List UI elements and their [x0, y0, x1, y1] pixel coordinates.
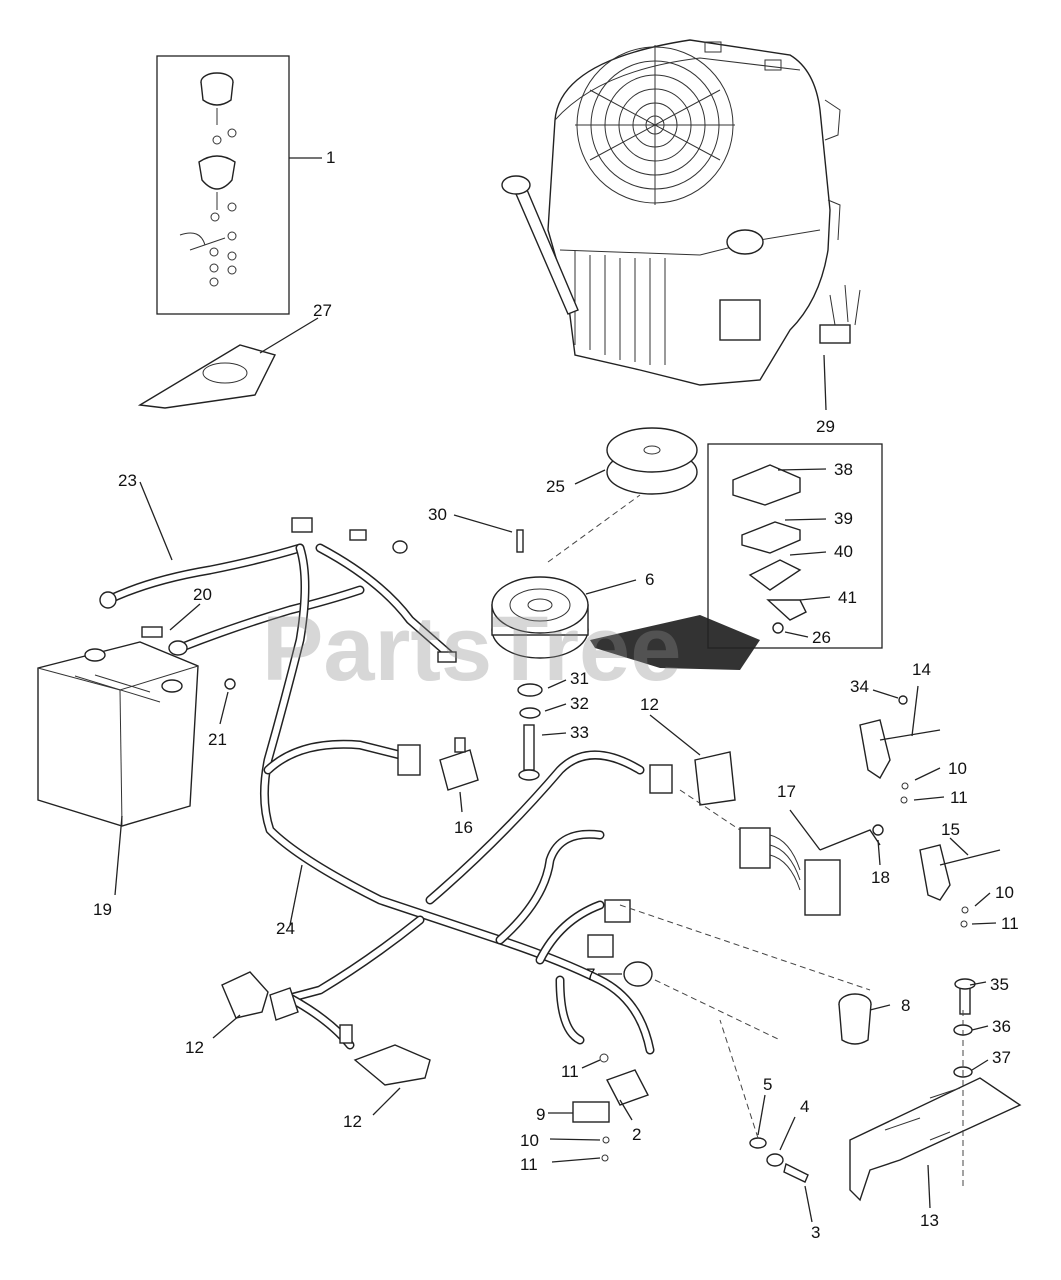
interlock-12-top	[649, 714, 736, 806]
callout-11-b: 11	[1001, 914, 1019, 933]
callout-36: 36	[992, 1017, 1011, 1036]
hardware-9-10-11-2	[548, 1053, 649, 1163]
callout-14: 14	[912, 660, 931, 679]
callout-18: 18	[871, 868, 890, 887]
ignition-switch-kit	[156, 55, 322, 315]
callout-8: 8	[901, 996, 910, 1015]
callout-6: 6	[645, 570, 654, 589]
main-wire-harness	[259, 517, 655, 1055]
callout-17: 17	[777, 782, 796, 801]
safety-switch-15	[919, 837, 1001, 928]
callout-24: 24	[276, 919, 295, 938]
washer-bolt-stack	[517, 679, 567, 781]
callout-20: 20	[193, 585, 212, 604]
callout-33: 33	[570, 723, 589, 742]
callout-26: 26	[812, 628, 831, 647]
callout-3: 3	[811, 1223, 820, 1242]
callout-13: 13	[920, 1211, 939, 1230]
callout-21: 21	[208, 730, 227, 749]
callout-7: 7	[586, 965, 595, 984]
lamp-8	[838, 993, 891, 1045]
callout-1: 1	[326, 148, 335, 167]
callout-35: 35	[990, 975, 1009, 994]
interlock-12-bottom	[339, 1024, 431, 1116]
brake-kit	[707, 443, 883, 649]
callout-10-a: 10	[948, 759, 967, 778]
pulley-25	[574, 427, 698, 495]
callout-labels: 1 27 29 23 20 21 19 24 25 30 6 31 32 33 …	[93, 148, 1019, 1242]
callout-5: 5	[763, 1075, 772, 1094]
callout-12-c: 12	[343, 1112, 362, 1131]
callout-34: 34	[850, 677, 869, 696]
battery-19	[37, 641, 199, 896]
connector-7	[587, 899, 871, 1041]
mounting-plate-13	[849, 978, 1022, 1209]
interlock-12-left	[212, 971, 299, 1039]
watermark: PartsTree	[262, 598, 681, 700]
callout-37: 37	[992, 1048, 1011, 1067]
callout-38: 38	[834, 460, 853, 479]
callout-12-a: 12	[640, 695, 659, 714]
engine-assembly	[501, 39, 841, 386]
key-30	[453, 494, 641, 563]
callout-4: 4	[800, 1097, 809, 1116]
battery-cables	[99, 481, 365, 725]
bracket-27	[137, 317, 319, 409]
callout-31: 31	[570, 669, 589, 688]
callout-39: 39	[834, 509, 853, 528]
callout-32: 32	[570, 694, 589, 713]
callout-10-b: 10	[995, 883, 1014, 902]
callout-27: 27	[313, 301, 332, 320]
harness-plug-29	[819, 284, 861, 411]
callout-10-c: 10	[520, 1131, 539, 1150]
callout-12-b: 12	[185, 1038, 204, 1057]
callout-29: 29	[816, 417, 835, 436]
callout-41: 41	[838, 588, 857, 607]
switch-16	[397, 737, 479, 813]
callout-16: 16	[454, 818, 473, 837]
callout-30: 30	[428, 505, 447, 524]
callout-9: 9	[536, 1105, 545, 1124]
safety-switch-14	[859, 685, 945, 804]
callout-15: 15	[941, 820, 960, 839]
callout-25: 25	[546, 477, 565, 496]
pto-clutch-6	[491, 576, 760, 670]
callout-11-a: 11	[950, 788, 968, 807]
callout-19: 19	[93, 900, 112, 919]
callout-11-c: 11	[561, 1062, 579, 1081]
callout-23: 23	[118, 471, 137, 490]
callout-11-d: 11	[520, 1155, 538, 1174]
connector-17	[679, 789, 884, 916]
hardware-5-4-3	[719, 1019, 813, 1223]
callout-2: 2	[632, 1125, 641, 1144]
callout-40: 40	[834, 542, 853, 561]
